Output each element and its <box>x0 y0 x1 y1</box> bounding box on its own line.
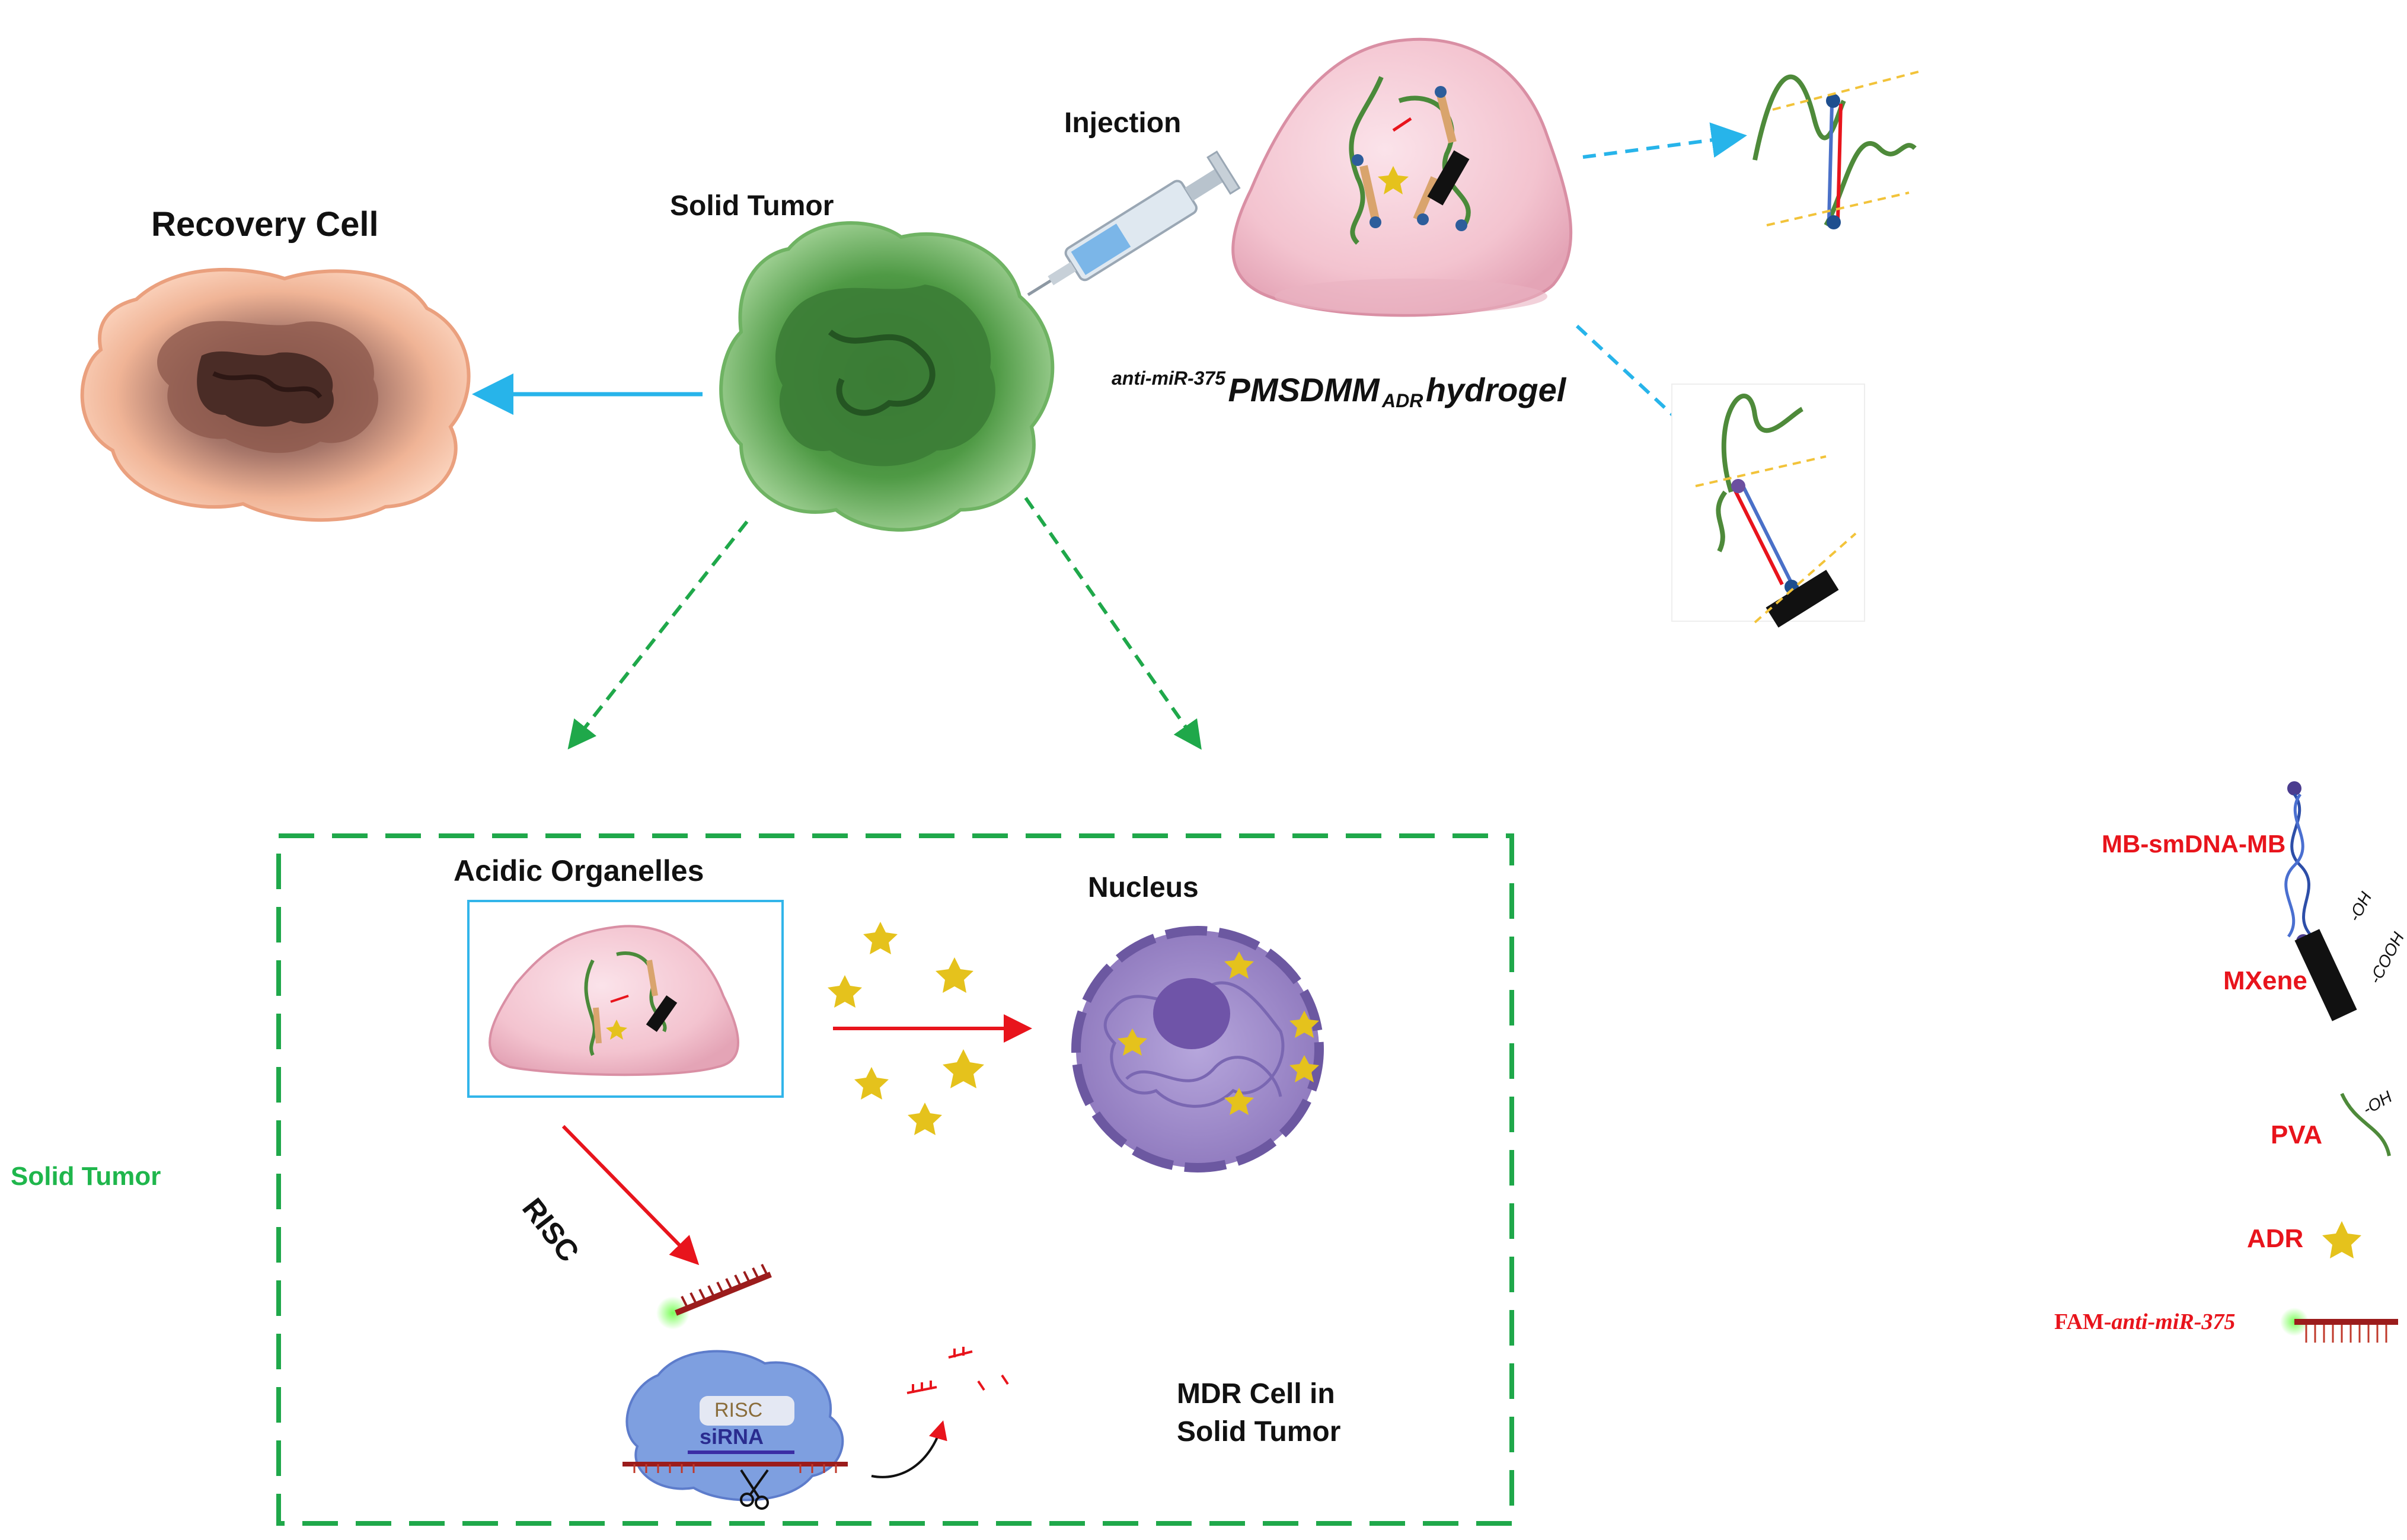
nucleus-illustration <box>1071 926 1324 1172</box>
hydrogel-label-suffix: hydrogel <box>1425 371 1566 408</box>
recovery-cell-label: Recovery Cell <box>151 205 379 244</box>
risc-complex-illustration <box>622 1347 1009 1510</box>
hydrogel-label-main: PMSDMM <box>1228 371 1380 408</box>
hydrogel-illustration <box>1231 37 1573 317</box>
nucleus-label: Nucleus <box>1088 872 1199 903</box>
hydrogel-label-prefix: anti-miR-375 <box>1112 368 1226 389</box>
injection-label: Injection <box>1064 107 1182 139</box>
legend-fam-strand-icon <box>2280 1308 2398 1343</box>
anti-mir-strand-illustration <box>656 1264 772 1330</box>
arrow-to-crosslink-top <box>1582 122 1747 159</box>
hydrogel-label-sub: ADR <box>1382 390 1423 411</box>
adr-stars-free <box>828 922 984 1135</box>
acidic-organelles-label: Acidic Organelles <box>454 854 704 887</box>
crosslink-pva-mxene-illustration <box>1671 384 1865 628</box>
hydrogel-label: anti-miR-375 PMSDMM ADR hydrogel <box>1112 368 1566 412</box>
arrow-to-cell-left <box>567 520 749 750</box>
arrow-to-cell-right <box>1024 497 1202 750</box>
mdr-cell-label-line1: MDR Cell in <box>1177 1378 1335 1410</box>
solid-tumor-side-label: Solid Tumor <box>11 1162 161 1191</box>
legend-fam-suffix: anti-miR-375 <box>2111 1309 2236 1334</box>
solid-tumor-illustration <box>719 221 1055 532</box>
solid-tumor-label: Solid Tumor <box>670 190 834 222</box>
sirna-label: siRNA <box>700 1424 764 1449</box>
recovery-cell-illustration <box>80 267 471 522</box>
risc-box-label: RISC <box>714 1399 763 1421</box>
legend-dna-icon <box>2284 781 2313 948</box>
legend-mxene-icon <box>2294 929 2357 1021</box>
mdr-cell-label-line2: Solid Tumor <box>1177 1416 1341 1448</box>
arrow-to-crosslink-bottom <box>1575 324 1710 450</box>
mdr-cell-frame <box>276 833 1514 1526</box>
arrow-risc <box>561 1124 700 1266</box>
legend-mxene: MXene <box>2223 966 2307 995</box>
scissors-icon <box>740 1469 769 1510</box>
hydrogel-small-illustration <box>489 925 739 1076</box>
syringe-icon <box>1027 150 1241 296</box>
legend-pva: PVA <box>2271 1120 2323 1149</box>
legend-fam-prefix: FAM- <box>2054 1309 2112 1334</box>
legend-adr: ADR <box>2247 1224 2304 1253</box>
legend-pva-icon <box>2340 1092 2391 1156</box>
legend-adr-star-icon <box>2322 1221 2361 1258</box>
crosslink-pva-dna-illustration <box>1752 70 1921 229</box>
legend-mb-smdna-mb: MB-smDNA-MB <box>2102 830 2286 858</box>
legend-fam: FAM-anti-miR-375 <box>2054 1309 2235 1335</box>
mdr-cell-label: MDR Cell in Solid Tumor <box>1177 1375 1340 1451</box>
